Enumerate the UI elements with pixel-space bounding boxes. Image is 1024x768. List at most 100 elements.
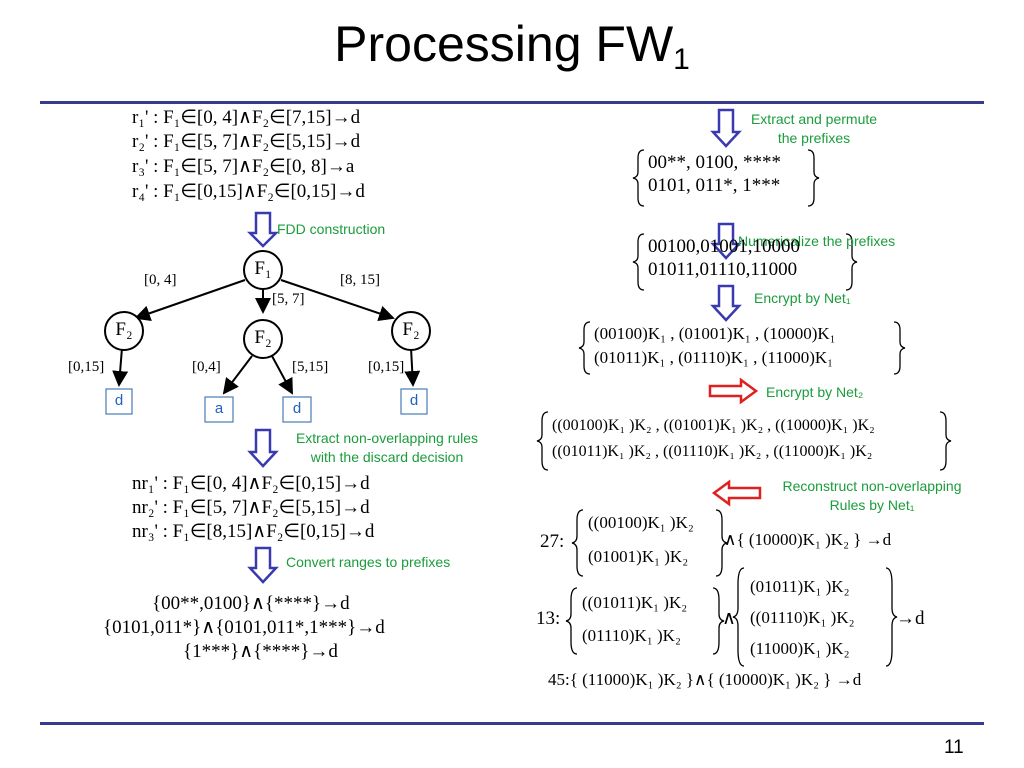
rule-line: r₁' : F₁∈[0, 4]∧F₂∈[7,15]→d	[132, 107, 361, 128]
numericalize-label: Numericalize the prefixes	[738, 233, 896, 249]
numeric-set: 01011,01110,11000	[648, 259, 798, 280]
tree-root-label: F₁	[254, 258, 272, 279]
down-arrow-icon	[247, 428, 279, 468]
enc2-set: ((01011)K₁ )K₂ , ((01110)K₁ )K₂ , ((1100…	[552, 443, 873, 460]
fdd-label: FDD construction	[277, 221, 386, 237]
leaf-label: d	[292, 400, 302, 417]
permute-label: Extract and permute the prefixes	[736, 110, 892, 148]
down-arrow-icon	[710, 222, 742, 260]
final-rule-label: 27:	[540, 531, 565, 552]
enc2-set: ((00100)K₁ )K₂ , ((01001)K₁ )K₂ , ((1000…	[552, 417, 875, 434]
edge-label: [0,15]	[368, 359, 405, 375]
tree-node-label: F₂	[402, 319, 420, 340]
convert-label: Convert ranges to prefixes	[286, 554, 451, 570]
bottom-divider	[40, 722, 984, 725]
edge-label: [0,15]	[68, 359, 105, 375]
final-rule-term: (11000)K₁ )K₂	[750, 639, 850, 658]
final-rule-term: ((00100)K₁ )K₂	[588, 513, 694, 532]
nonoverlap-rule: nr₃' : F₁∈[8,15]∧F₂∈[0,15]→d	[132, 521, 375, 542]
enc1-set: (01011)K₁ , (01110)K₁ , (11000)K₁	[594, 348, 834, 367]
left-brace	[632, 149, 645, 207]
tree-node-label: F₂	[254, 327, 272, 348]
reconstruct-label-line: Reconstruct non-overlapping	[782, 478, 962, 494]
prefix-set: 0101, 011*, 1***	[648, 175, 781, 196]
down-arrow-icon	[710, 284, 742, 322]
rule-line: r₂' : F₁∈[5, 7]∧F₂∈[5,15]→d	[132, 131, 361, 152]
edge-label: [0,4]	[192, 359, 221, 375]
leaf-label: d	[114, 392, 124, 409]
prefix-rule: {1***}∧{****}→d	[183, 641, 338, 662]
page-number: 11	[944, 737, 964, 758]
rule-line: r₄' : F₁∈[0,15]∧F₂∈[0,15]→d	[132, 181, 365, 202]
slide-title: Processing FW1	[0, 14, 1024, 90]
top-divider	[40, 101, 984, 104]
left-arrow-icon	[711, 479, 762, 507]
tree-edge	[280, 279, 395, 322]
leaf-box	[105, 388, 133, 415]
leaf-box	[204, 396, 234, 423]
left-brace	[732, 567, 745, 667]
right-brace	[715, 509, 728, 577]
extract-label: Extract non-overlapping rules with the d…	[276, 429, 498, 467]
tree-node	[391, 311, 431, 351]
final-rule-line: 45:{ (11000)K₁ )K₂ }∧{ (10000)K₁ )K₂ } →…	[548, 670, 862, 689]
tree-node	[243, 250, 283, 290]
nonoverlap-rule: nr₂' : F₁∈[5, 7]∧F₂∈[5,15]→d	[132, 497, 370, 518]
tree-edge	[222, 355, 253, 395]
encrypt2-label: Encrypt by Net₂	[766, 384, 864, 400]
prefix-set: 00**, 0100, ****	[648, 152, 781, 173]
left-brace	[632, 233, 645, 291]
right-brace	[845, 233, 858, 291]
tree-edge	[112, 347, 129, 387]
leaf-label: a	[214, 400, 224, 417]
down-arrow-icon	[246, 211, 280, 248]
left-brace	[571, 509, 584, 577]
reconstruct-label: Reconstruct non-overlapping Rules by Net…	[760, 477, 984, 515]
tree-edge	[271, 355, 293, 395]
final-rule-term: (01011)K₁ )K₂	[750, 577, 850, 596]
down-arrow-icon	[247, 546, 279, 584]
edge-label: [5,15]	[292, 359, 329, 375]
leaf-box	[282, 396, 312, 423]
tree-edge	[134, 279, 246, 321]
tree-edge	[404, 347, 421, 387]
reconstruct-label-line: Rules by Net₁	[829, 497, 915, 513]
final-rule-term: ∧	[722, 608, 736, 629]
final-rule-term: ∧{ (10000)K₁ )K₂ } →d	[724, 530, 892, 549]
leaf-label: d	[409, 392, 419, 409]
left-brace	[536, 411, 549, 471]
prefix-rule: {00**,0100}∧{****}→d	[152, 593, 350, 614]
right-brace	[885, 567, 898, 667]
numeric-set: 00100,01001,10000	[648, 236, 800, 257]
rule-line: r₃' : F₁∈[5, 7]∧F₂∈[0, 8]→a	[132, 156, 355, 177]
extract-label-line: with the discard decision	[310, 449, 464, 465]
tree-node	[104, 311, 144, 351]
right-brace	[807, 149, 820, 207]
tree-node-label: F₂	[115, 319, 133, 340]
final-rule-term: ((01110)K₁ )K₂	[750, 608, 855, 627]
final-rule-term: ((01011)K₁ )K₂	[582, 593, 688, 612]
right-brace	[939, 411, 952, 471]
title-subscript: 1	[673, 43, 690, 76]
final-rule-term: →d	[896, 608, 925, 629]
extract-label-line: Extract non-overlapping rules	[295, 430, 479, 446]
permute-label-line: Extract and permute	[750, 111, 878, 127]
right-brace	[712, 587, 725, 655]
down-arrow-icon	[710, 108, 742, 148]
right-brace	[893, 321, 906, 375]
nonoverlap-rule: nr₁' : F₁∈[0, 4]∧F₂∈[0,15]→d	[132, 473, 370, 494]
final-rule-term: (01001)K₁ )K₂	[588, 547, 689, 566]
edge-label: [5, 7]	[272, 291, 305, 307]
encrypt1-label: Encrypt by Net₁	[754, 290, 851, 306]
permute-label-line: the prefixes	[777, 130, 851, 146]
enc1-set: (00100)K₁ , (01001)K₁ , (10000)K₁	[594, 324, 836, 343]
edge-label: [8, 15]	[340, 272, 380, 288]
edge-label: [0, 4]	[144, 272, 177, 288]
left-brace	[578, 321, 591, 375]
left-brace	[565, 587, 578, 655]
right-arrow-icon	[708, 377, 759, 405]
title-text: Processing FW	[334, 16, 674, 72]
leaf-box	[400, 388, 428, 415]
prefix-rule: {0101,011*}∧{0101,011*,1***}→d	[103, 617, 385, 638]
